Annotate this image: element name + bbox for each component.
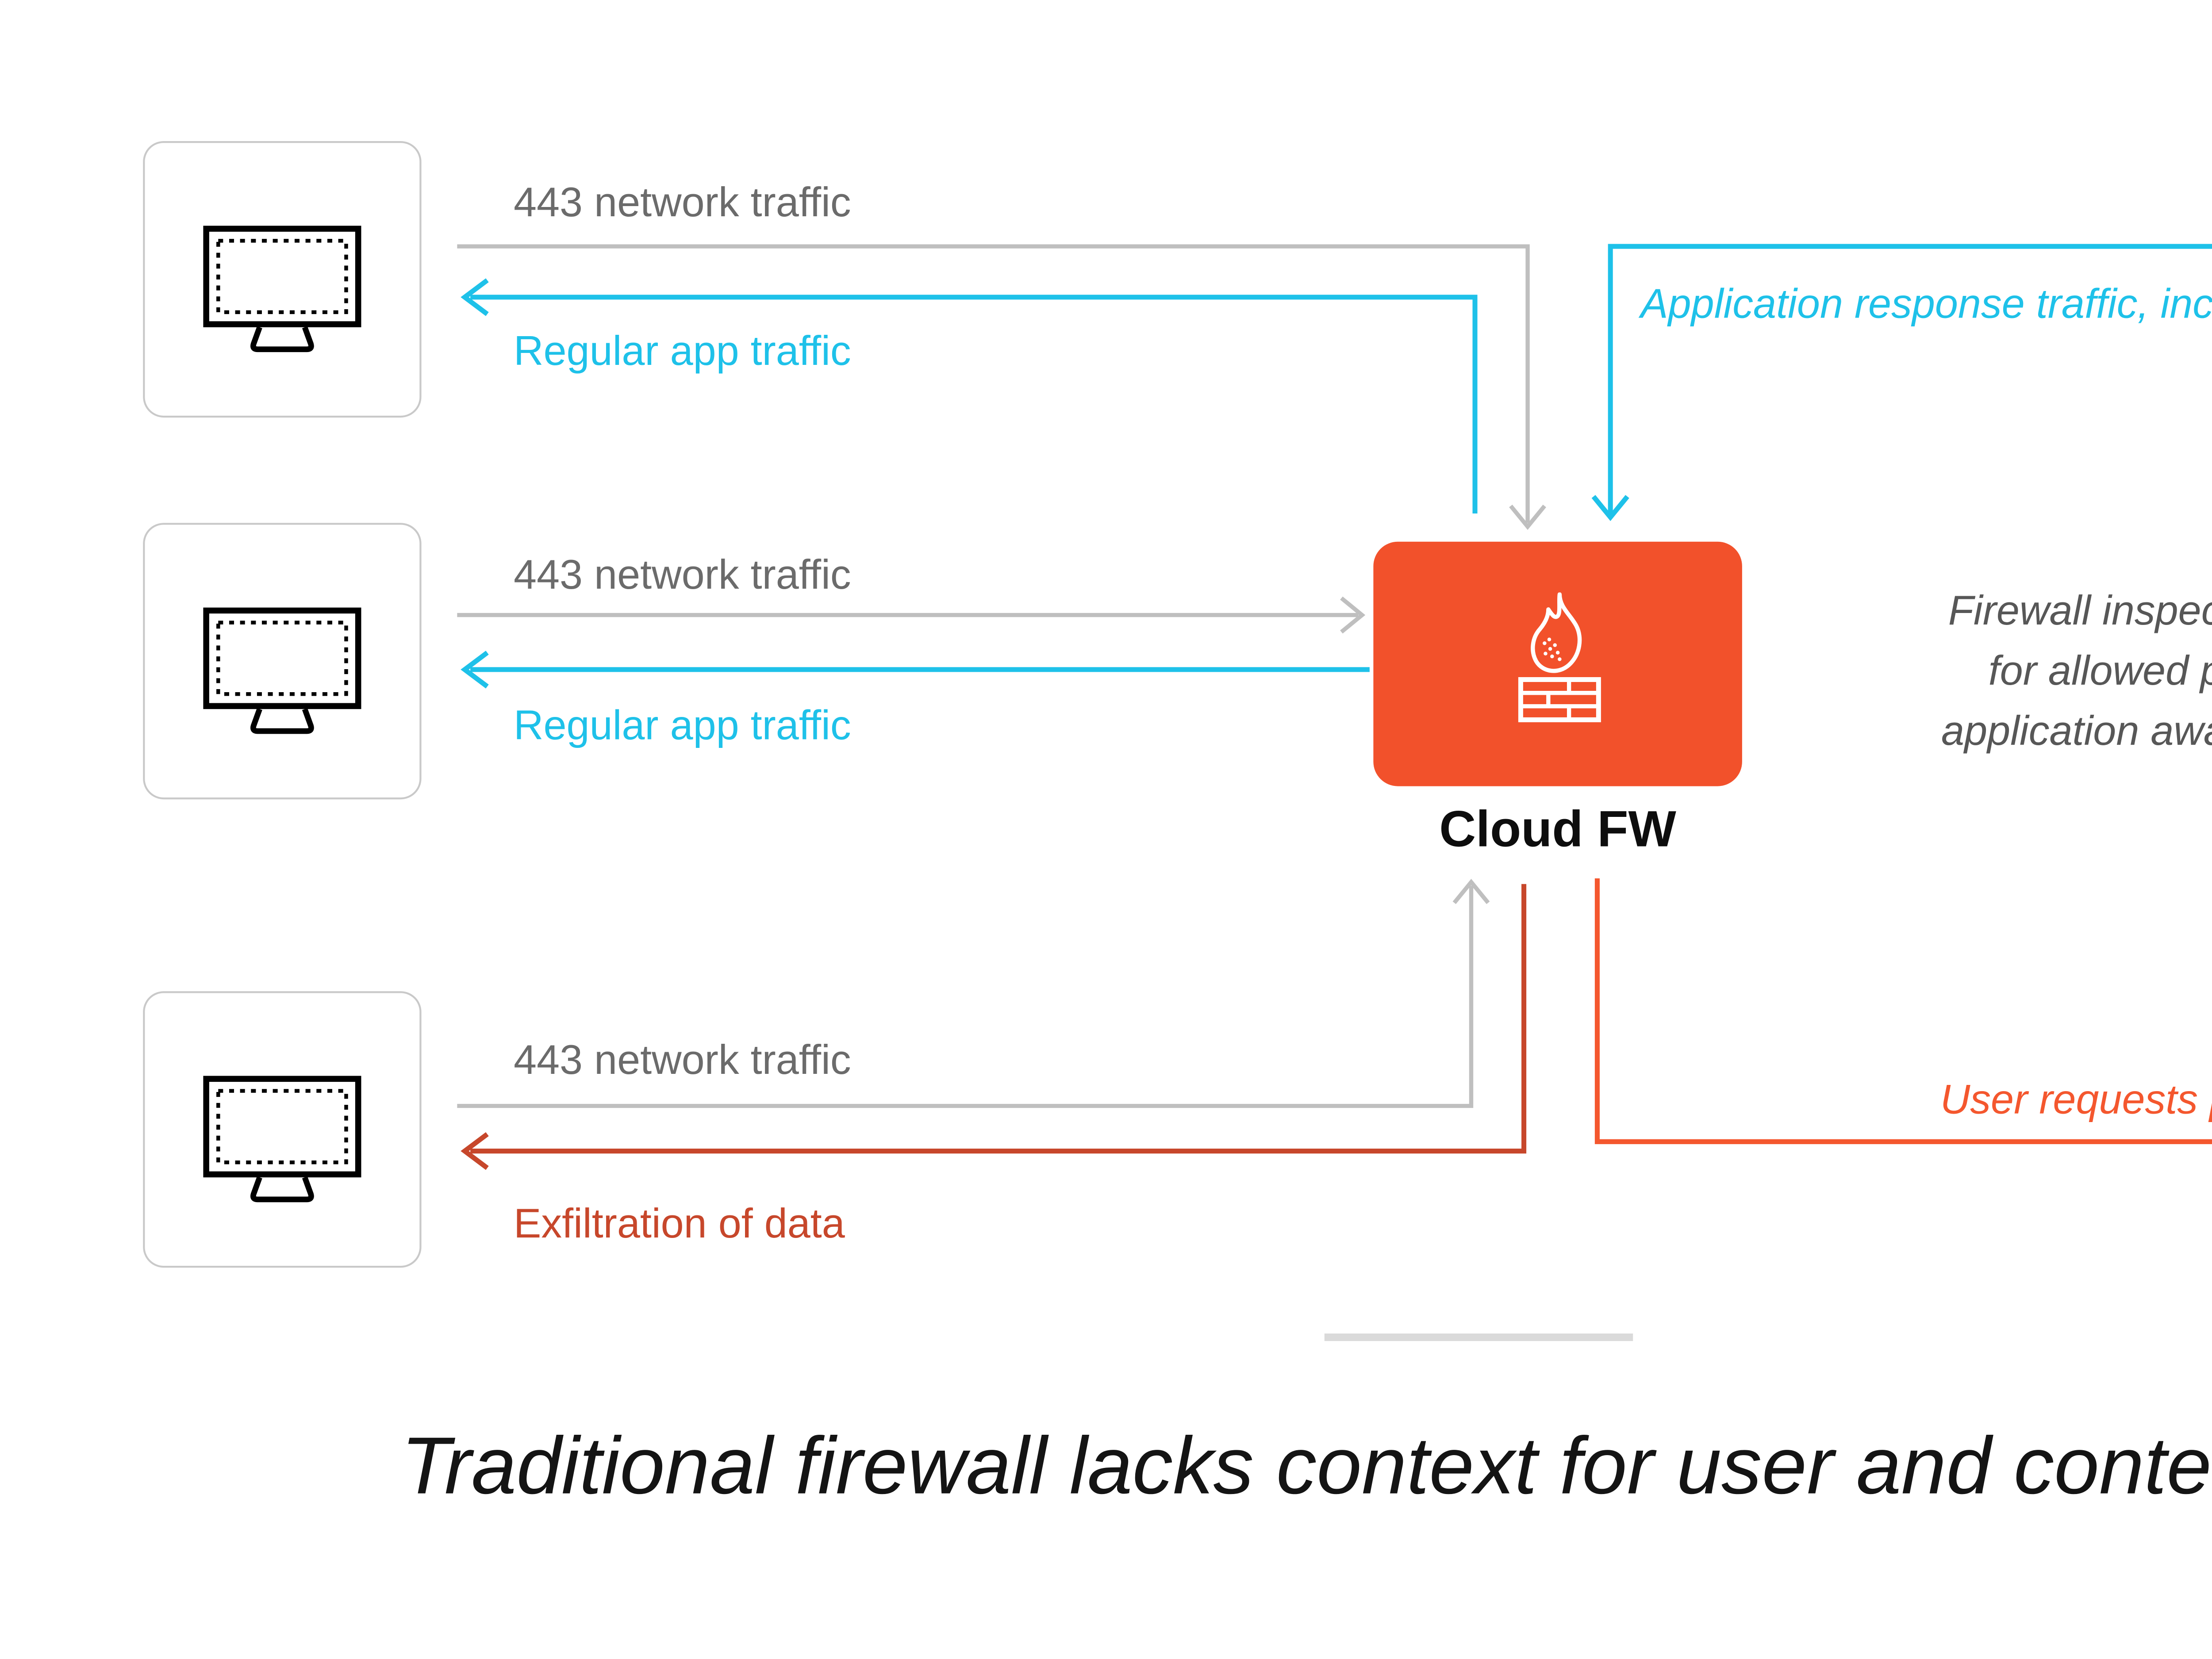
annotation-app-response: Application response traffic, including …: [1640, 280, 2212, 327]
flame-icon: [1531, 592, 1582, 673]
label-443-row2: 443 network traffic: [513, 551, 851, 598]
device-card-3: [143, 991, 422, 1268]
label-exfiltration: Exfiltration of data: [513, 1200, 845, 1247]
computer-icon: [203, 1076, 361, 1203]
arrow-regular-app-row2: [461, 651, 1370, 689]
brick-wall-icon: [1518, 677, 1601, 722]
firewall-note-line: for allowed ports, no: [1988, 647, 2212, 694]
firewall-label: Cloud FW: [1439, 801, 1676, 858]
firewall-note-line: Firewall inspecting traffic: [1948, 586, 2212, 634]
arrow-443-traffic-row3: [457, 879, 1490, 1108]
arrow-app-response: [1591, 244, 2212, 521]
computer-icon: [203, 607, 361, 734]
label-443-row1: 443 network traffic: [513, 178, 851, 226]
label-regular-app-row1: Regular app traffic: [513, 327, 851, 375]
arrow-user-requests: [1594, 878, 2212, 1144]
arrow-regular-app-row1: [461, 278, 1478, 513]
label-regular-app-row2: Regular app traffic: [513, 701, 851, 749]
arrow-443-traffic-row1: [457, 244, 1546, 530]
computer-icon: [203, 226, 361, 352]
label-443-row3: 443 network traffic: [513, 1036, 851, 1084]
arrow-exfiltration: [461, 884, 1527, 1170]
firewall-note-line: application aware context: [1941, 707, 2212, 755]
caption: Traditional firewall lacks context for u…: [401, 1421, 2212, 1513]
device-card-1: [143, 141, 422, 418]
arrow-443-traffic-row2: [457, 596, 1366, 634]
firewall-note: Firewall inspecting traffic for allowed …: [1859, 581, 2212, 762]
divider-line: [1324, 1333, 1633, 1341]
firewall-box: [1373, 541, 1742, 786]
annotation-user-requests: User requests permitted by firewall: [1940, 1076, 2212, 1123]
device-card-2: [143, 523, 422, 800]
